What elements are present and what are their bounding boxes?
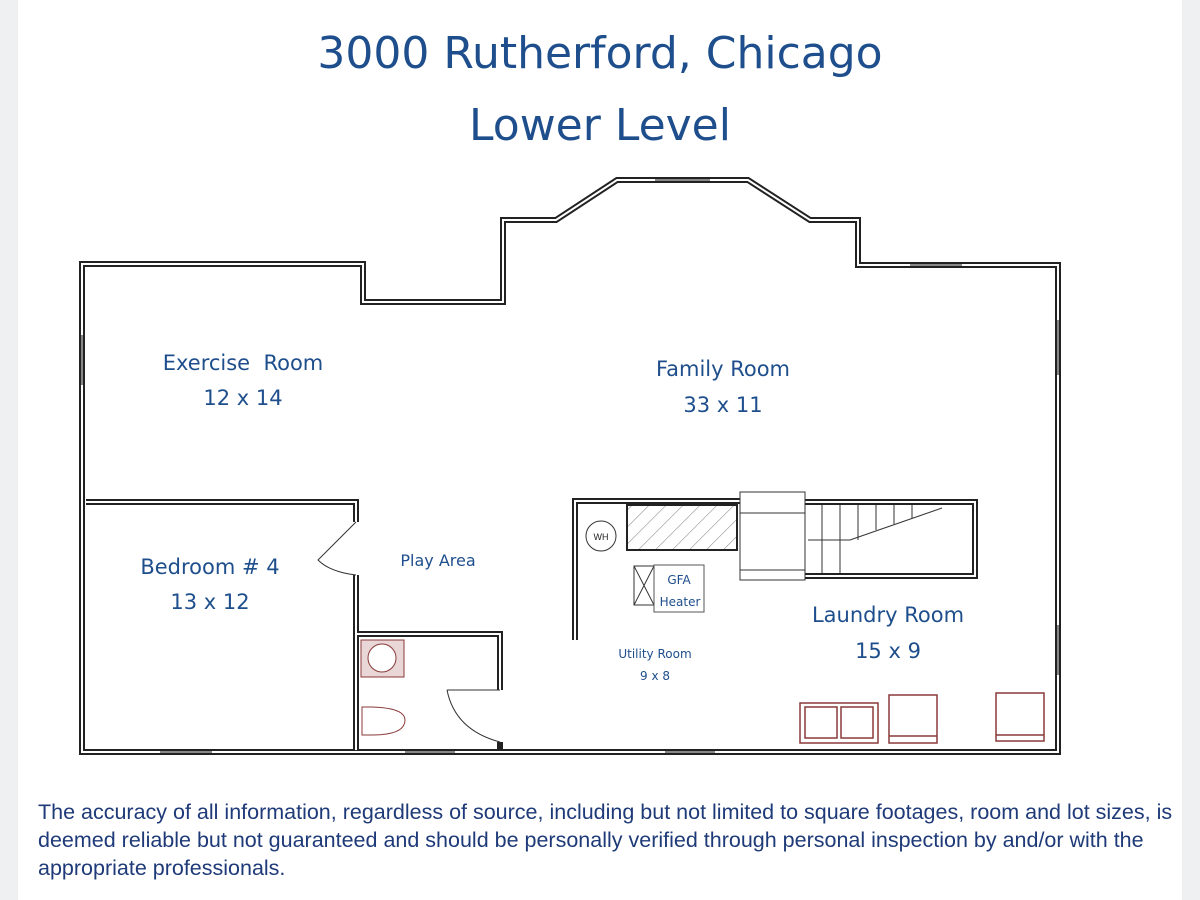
heater-label-2: Heater [660,595,701,609]
heater-label-1: GFA [667,573,691,587]
disclaimer: The accuracy of all information, regardl… [38,800,1173,880]
laundry-room-size: 15 x 9 [855,639,921,663]
stair-wall [805,499,978,579]
bedroom-name: Bedroom # 4 [140,555,279,579]
doors [317,521,501,743]
bedroom-size: 13 x 12 [170,590,249,614]
family-room-name: Family Room [656,357,790,381]
water-heater-label: WH [594,532,609,542]
gfa-heater: GFA Heater [633,564,705,613]
laundry-room-name: Laundry Room [812,603,964,627]
utility-room-name: Utility Room [618,647,691,661]
laundry-appliances [799,692,1045,744]
plan-title: 3000 Rutherford, Chicago [317,28,883,79]
bathroom-fixtures [360,639,406,736]
family-room-size: 33 x 11 [683,393,762,417]
bath-door [446,689,501,743]
dryer-icon [995,692,1045,742]
utility-room-size: 9 x 8 [640,669,670,683]
washer-icon [888,694,938,744]
hatched-storage [626,504,738,551]
exercise-room-name: Exercise Room [163,351,324,375]
stairs [739,491,943,581]
walls [79,177,1061,755]
bedroom-wall [86,499,359,522]
exercise-room-size: 12 x 14 [203,386,282,410]
toilet-icon [361,706,406,736]
windows [81,179,1059,753]
water-heater: WH [585,520,617,552]
plan-subtitle: Lower Level [469,100,731,151]
play-area-name: Play Area [400,551,475,570]
bedroom-door [317,521,357,576]
